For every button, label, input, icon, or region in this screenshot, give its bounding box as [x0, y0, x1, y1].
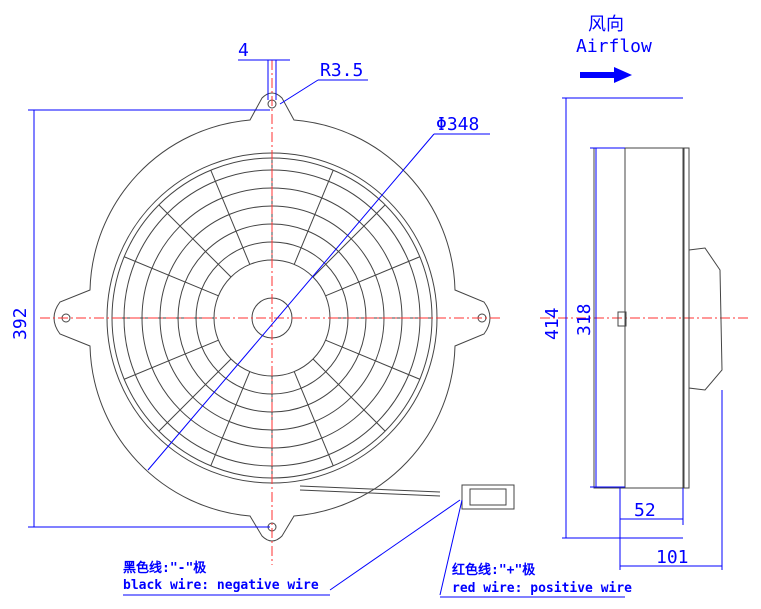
- spoke: [210, 169, 251, 265]
- airflow-label-cn: 风向: [588, 14, 624, 35]
- spoke: [158, 204, 232, 278]
- airflow-label-en: Airflow: [576, 36, 652, 57]
- spoke: [312, 358, 386, 432]
- dim-front-height: 392: [10, 307, 31, 340]
- spoke: [123, 339, 219, 380]
- spoke: [293, 169, 334, 265]
- cable: [299, 485, 441, 497]
- dim-inner-height: 318: [574, 303, 595, 336]
- spoke: [312, 204, 386, 278]
- spoke: [325, 339, 421, 380]
- airflow-arrow-icon: [580, 67, 632, 83]
- dim-diameter: Φ348: [436, 114, 479, 135]
- dim-total-depth: 101: [656, 547, 689, 568]
- spoke: [293, 371, 334, 467]
- spoke: [210, 371, 251, 467]
- dim-body-depth: 52: [634, 500, 656, 521]
- connector: [461, 484, 515, 510]
- red-wire-label-cn: 红色线:"+"极: [452, 562, 536, 578]
- side-view: [593, 147, 723, 489]
- red-wire-label-en: red wire: positive wire: [452, 581, 632, 596]
- dim-side-height: 414: [542, 307, 563, 340]
- black-wire-label-en: black wire: negative wire: [123, 578, 319, 593]
- spoke: [158, 358, 232, 432]
- fan-frame: [53, 92, 491, 542]
- spoke: [325, 256, 421, 297]
- spoke: [123, 256, 219, 297]
- black-wire-label-cn: 黑色线:"-"极: [123, 560, 207, 576]
- dim-hole-spacing: 4: [238, 40, 249, 61]
- dim-hole-radius: R3.5: [320, 60, 363, 81]
